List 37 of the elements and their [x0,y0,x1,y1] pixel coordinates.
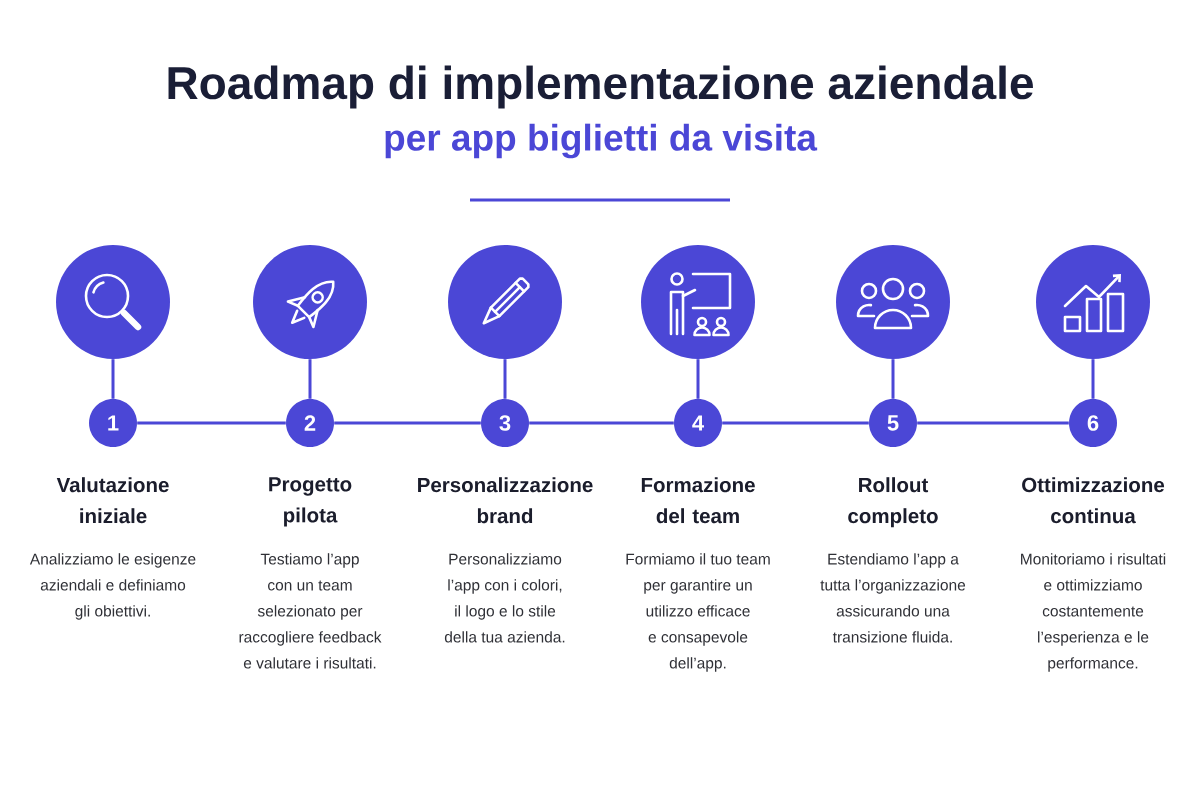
connector-line [917,421,1069,425]
connector-line [503,359,507,399]
icon-circle [1036,245,1150,359]
title: Roadmap di implementazione aziendale [168,65,1033,109]
step-description: Personalizziamo l’app con i colori, il logo e lo stile della tua azienda. [444,553,565,643]
connector-line [308,359,312,399]
step-number: 6 [1069,399,1117,447]
connector-line [529,421,674,425]
step-title: Progetto pilota [269,477,352,527]
connector-line [891,359,895,399]
step-number: 5 [869,399,917,447]
step-description: Monitoriamo i risultati e ottimizziamo costantemente l’esperienza e le performance. [1021,553,1166,672]
step-description: Testiamo l’app con un team selezionato per raccogliere feedback e valutare i risultati. [239,553,382,669]
step-number: 2 [286,399,334,447]
step-title: Rollout completo [848,477,938,528]
connector-line [696,359,700,399]
connector-line [722,421,869,425]
icon-circle [836,245,950,359]
step-title: Personalizzazione brand [418,477,593,524]
connector-line [1091,359,1095,399]
icon-circle [56,245,170,359]
step-number: 4 [674,399,722,447]
connector-line [137,421,286,425]
step-number: 1 [89,399,137,447]
icon-circle [641,245,755,359]
step-title: Formazione del team [641,477,755,524]
step-description: Estendiamo l’app a tutta l’organizzazione assicurando una transizione fluida. [820,553,966,643]
icon-circle [448,245,562,359]
step-title: Ottimizzazione continua [1022,477,1165,524]
step-title: Valutazione iniziale [56,477,169,524]
connector-line [111,359,115,399]
subtitle: per app biglietti da visita [385,123,818,159]
icon-circle [253,245,367,359]
connector-line [334,421,481,425]
step-description: Analizziamo le esigenze aziendali e definiamo gli obiettivi. [29,553,196,620]
step-number: 3 [481,399,529,447]
step-description: Formiamo il tuo team per garantire un utilizzo efficace e consapevole dell’app. [626,553,770,672]
